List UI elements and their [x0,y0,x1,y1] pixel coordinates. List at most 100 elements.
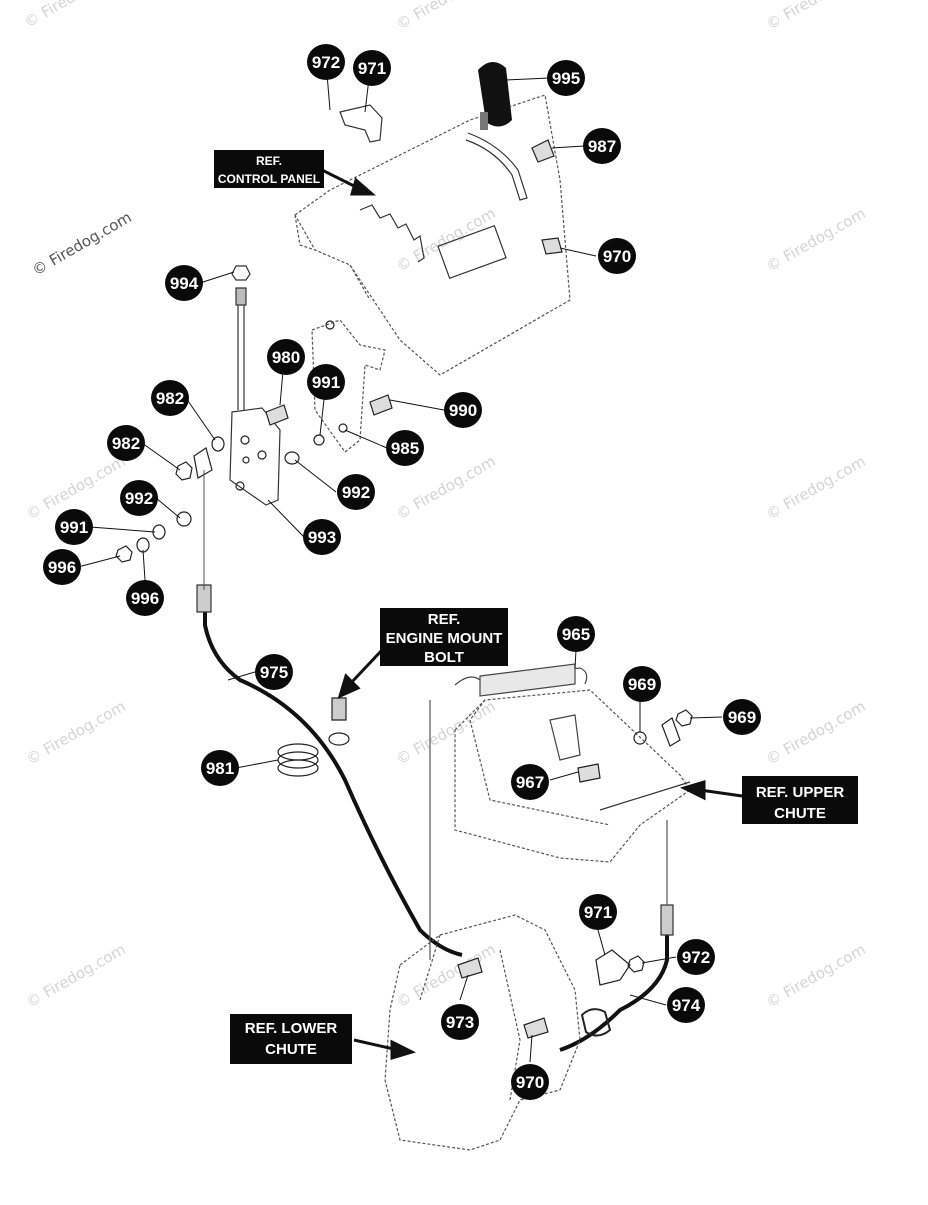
callout-circle [598,238,636,274]
bracket-top [339,104,383,143]
watermark-text: © Firedog.com [393,697,499,768]
callout-number: 982 [112,434,140,453]
callout-circle [547,60,585,96]
part-callout-996: 996 [126,580,164,616]
part-callout-969: 969 [723,699,761,735]
callout-number: 982 [156,389,184,408]
callout-circle [557,616,595,652]
watermark-text: © Firedog.com [763,204,869,275]
watermark-text: © Firedog.com [763,0,869,33]
callout-circle [579,894,617,930]
ref-box [230,1014,352,1064]
part-callout-972: 972 [307,44,345,80]
bolt-980 [265,404,289,426]
part-callout-993: 993 [303,519,341,555]
callout-circle [165,265,203,301]
rod-994-thread [235,287,247,306]
plate-993 [229,407,281,506]
ref-arrows [321,168,743,1061]
callout-number: 995 [552,69,580,88]
clamp-974 [580,1008,612,1037]
part-callout-987: 987 [583,128,621,164]
callout-circle [444,392,482,428]
part-callout-992: 992 [120,480,158,516]
callout-number: 985 [391,439,419,458]
callout-circle [353,50,391,86]
part-callout-967: 967 [511,764,549,800]
ref-box [380,608,508,666]
callout-circle [303,519,341,555]
part-callout-981: 981 [201,750,239,786]
callout-number: 965 [562,625,590,644]
part-callout-991: 991 [55,509,93,545]
panel-decal [437,224,507,280]
callout-number: 990 [449,401,477,420]
bolt-967 [577,763,601,783]
callout-circle [120,480,158,516]
watermark-text: © Firedog.com [763,452,869,523]
part-callout-996: 996 [43,549,81,585]
watermark-text: © Firedog.com [21,0,127,31]
callout-circle [307,364,345,400]
callout-circle [201,750,239,786]
engine-mount-bolt [331,697,347,721]
part-callout-970: 970 [511,1064,549,1100]
ref-text-line: CHUTE [774,805,826,822]
callout-number: 969 [628,675,656,694]
watermark-text: © Firedog.com [763,940,869,1011]
part-callout-994: 994 [165,265,203,301]
part-callout-971: 971 [353,50,391,86]
callout-circle [151,380,189,416]
bolt-970-top [541,237,563,255]
ref-text-line: ENGINE MOUNT [386,630,503,647]
bolt-973 [457,957,483,979]
bolt-987 [531,139,555,163]
shift-knob [478,61,512,127]
callout-circle [667,987,705,1023]
callout-circle [583,128,621,164]
bracket-971-bottom [595,949,631,986]
bolt-990 [369,394,393,416]
part-callout-972: 972 [677,939,715,975]
callout-number: 996 [131,589,159,608]
callout-circle [677,939,715,975]
callout-number: 975 [260,663,288,682]
ref-callout-0: REF.CONTROL PANEL [214,150,324,188]
callout-number: 981 [206,759,234,778]
callout-number: 972 [682,948,710,967]
callout-circle [386,430,424,466]
callout-number: 972 [312,53,340,72]
callout-number: 991 [60,518,88,537]
callout-number: 992 [125,489,153,508]
ref-text-line: REF. LOWER [245,1020,338,1037]
control-panel-drawing [294,94,571,376]
part-callout-965: 965 [557,616,595,652]
callout-number: 971 [584,903,612,922]
watermark-text: © Firedog.com [29,208,135,279]
callout-circle [43,549,81,585]
callout-number: 996 [48,558,76,577]
part-callout-980: 980 [267,339,305,375]
watermark-text: © Firedog.com [393,0,499,33]
callout-circle [255,654,293,690]
part-callout-969: 969 [623,666,661,702]
watermark-text: © Firedog.com [763,697,869,768]
callout-number: 974 [672,996,701,1015]
ref-text-line: CONTROL PANEL [218,172,320,186]
bracket-985 [311,319,386,453]
watermark-text: © Firedog.com [23,697,129,768]
callout-circle [511,764,549,800]
part-callout-974: 974 [667,987,705,1023]
callout-number: 967 [516,773,544,792]
callout-circle [511,1064,549,1100]
upper-chute [454,689,691,863]
callout-circle [55,509,93,545]
callout-number: 969 [728,708,756,727]
watermark-text: © Firedog.com [23,940,129,1011]
part-labels: 972 971 995 987 970 994 980 991 990 982 985 982 992 9… [43,44,761,1100]
ref-text-line: REF. [428,611,461,628]
callout-number: 970 [603,247,631,266]
ref-box [742,776,858,824]
